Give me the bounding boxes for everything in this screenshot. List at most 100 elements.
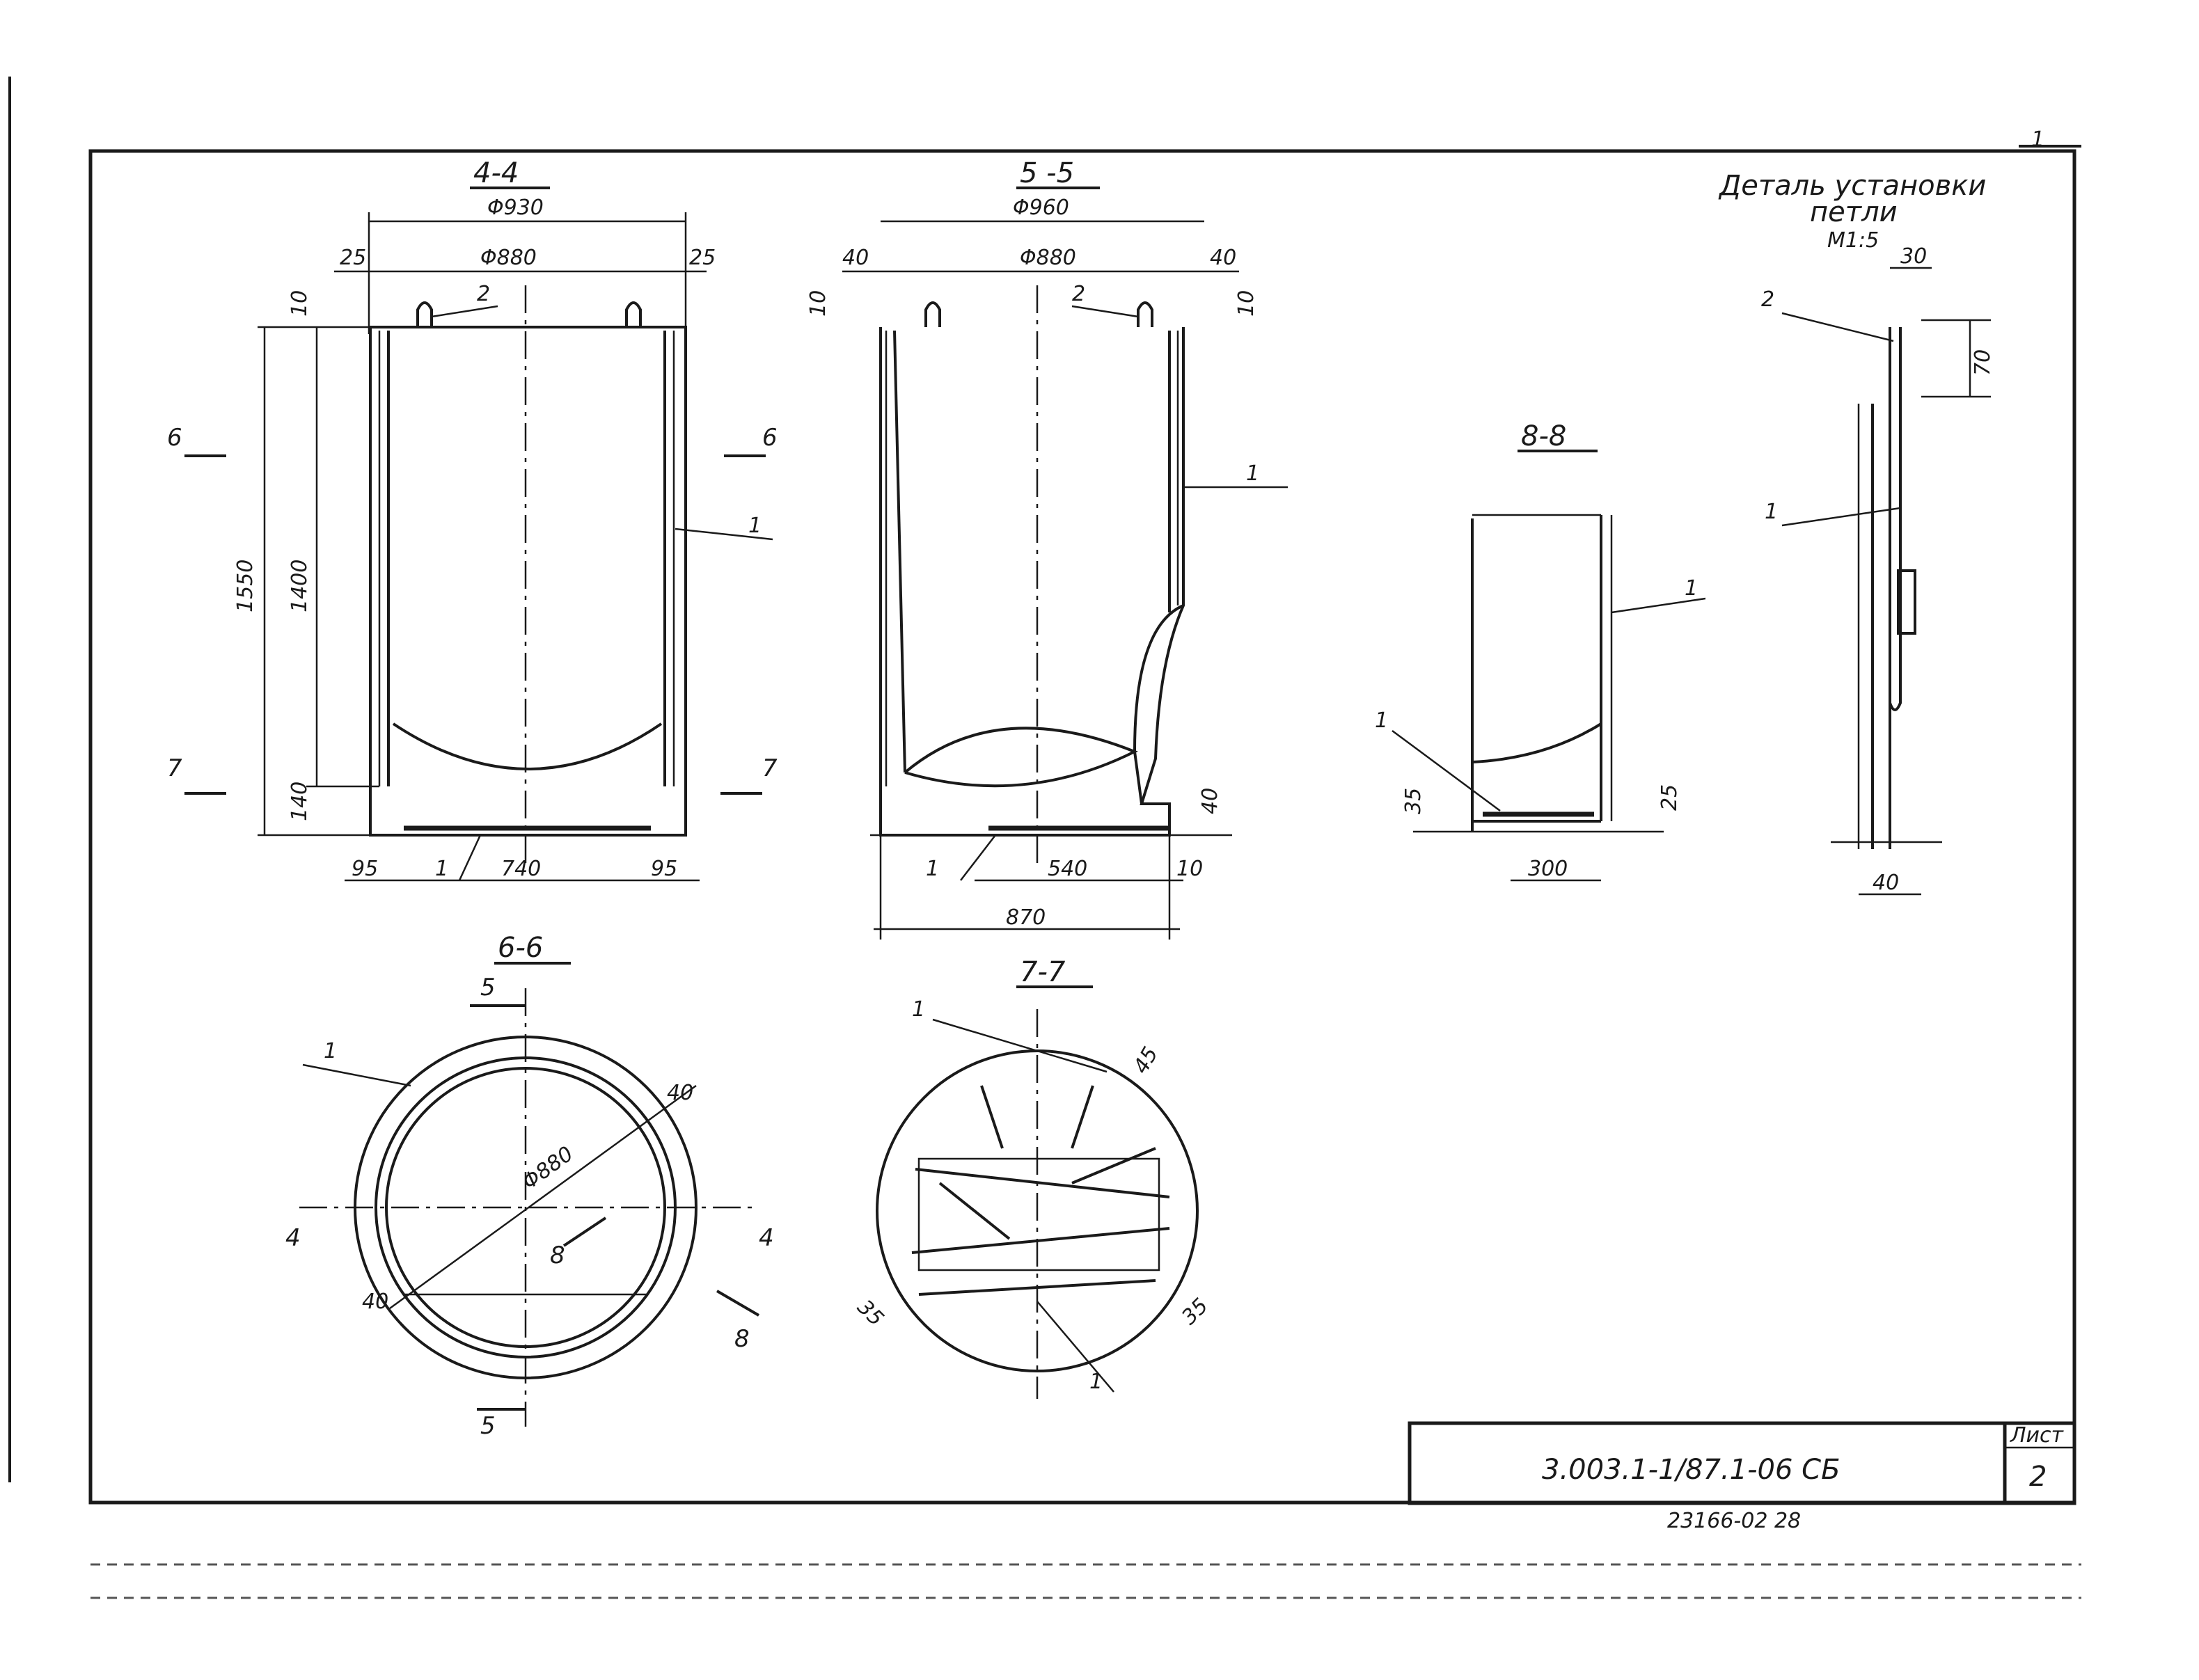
- cut-4-left: 4: [285, 1224, 301, 1252]
- section-5-5-title: 5 -5: [1020, 157, 1074, 189]
- title-block: 3.003.1-1/87.1-06 СБ Лист 2 23166-02 28: [1408, 1421, 2076, 1533]
- callout-1: 1: [1765, 500, 1778, 524]
- drawing-frame: [88, 149, 2076, 1505]
- detail-title-line2: петли: [1810, 196, 1898, 228]
- cut-5-bottom: 5: [480, 1412, 496, 1440]
- leader-1-bottom: [960, 834, 996, 881]
- detail-title-line1: Деталь установки: [1718, 170, 1986, 202]
- archive-number: 23166-02 28: [1667, 1509, 1801, 1533]
- loop-rod: [1889, 327, 1902, 711]
- dim-35: 35: [1401, 788, 1426, 814]
- dim-30: 30: [1900, 244, 1927, 269]
- dim-540: 540: [1048, 857, 1087, 881]
- dim-95-right: 95: [651, 857, 677, 881]
- diameter-line: [389, 1084, 697, 1310]
- leader-1: [675, 528, 773, 541]
- callout-1: 1: [748, 514, 762, 538]
- drawing-code: 3.003.1-1/87.1-06 СБ: [1542, 1454, 1841, 1486]
- bottom-curve: [1472, 722, 1602, 763]
- dim-140: 140: [287, 782, 312, 821]
- lifting-loop-right: [1137, 301, 1153, 327]
- dim-phi-930: Φ930: [487, 196, 544, 220]
- dim-95-left: 95: [352, 857, 378, 881]
- cut-8-inner: 8: [550, 1242, 565, 1269]
- callout-2: 2: [477, 282, 490, 306]
- section-6-6: 6-6 Φ880 40 40 1 5 5 4 4 8 8: [285, 932, 774, 1440]
- leader-1-bottom: [1037, 1301, 1114, 1393]
- leader-1-left: [1392, 729, 1501, 812]
- dim-870: 870: [1006, 905, 1046, 930]
- dim-1550: 1550: [233, 560, 258, 612]
- dim-35-right: 35: [1177, 1294, 1213, 1330]
- dim-40: 40: [1198, 788, 1222, 814]
- rebar-2: [911, 1227, 1170, 1254]
- leader-1-right: [1611, 597, 1706, 614]
- callout-2: 2: [1761, 287, 1774, 312]
- callout-2: 2: [1072, 282, 1085, 306]
- section-8-8-title: 8-8: [1521, 420, 1566, 452]
- dim-phi-960: Φ960: [1013, 196, 1069, 220]
- dim-70: 70: [1971, 349, 1995, 376]
- stamp-frame: [1408, 1421, 2076, 1505]
- dim-10-left: 10: [806, 290, 830, 317]
- cut-8-inner-bar: [562, 1217, 607, 1247]
- cut-7-left: 7: [167, 754, 182, 782]
- cut-6-left: 6: [167, 424, 182, 452]
- callout-1: 1: [1246, 461, 1259, 486]
- leader-1-top: [932, 1018, 1108, 1073]
- shaft-outline: [369, 326, 687, 837]
- callout-1-bottom: 1: [435, 857, 448, 881]
- dim-25-right: 25: [689, 246, 716, 270]
- dim-300: 300: [1528, 857, 1568, 881]
- section-7-7: 7-7 1 1 45 35 35: [852, 956, 1213, 1399]
- section-7-7-title: 7-7: [1020, 956, 1066, 988]
- anchor-plate: [1897, 569, 1916, 635]
- callout-1: 1: [324, 1039, 337, 1063]
- rebar-5: [980, 1085, 1004, 1149]
- leader-1: [302, 1063, 411, 1087]
- dim-40-left: 40: [842, 246, 869, 270]
- dim-phi-880: Φ880: [480, 246, 537, 270]
- dim-40: 40: [1873, 871, 1899, 895]
- cut-6-right: 6: [762, 424, 778, 452]
- detail-loop-installation: Деталь установки петли М1:5 30 70 2 1 40: [1718, 170, 1995, 896]
- rebar-1: [915, 1168, 1170, 1198]
- sheet-number: 2: [2029, 1461, 2047, 1493]
- detail-scale: М1:5: [1827, 228, 1879, 253]
- rebar-3: [938, 1182, 1011, 1240]
- dim-phi-880: Φ880: [1020, 246, 1076, 270]
- cut-7-right: 7: [762, 754, 778, 782]
- dim-25-left: 25: [340, 246, 366, 270]
- lifting-loop-right: [625, 301, 642, 327]
- section-5-5: 5 -5 Φ960 Φ880 40 40 10 10 2 1 1 40 540 …: [806, 157, 1288, 940]
- section-6-6-title: 6-6: [498, 932, 543, 964]
- cut-4-right: 4: [759, 1224, 774, 1252]
- rebar-6: [1071, 1085, 1094, 1149]
- bottom-curve: [392, 722, 663, 770]
- dim-35-left: 35: [852, 1295, 888, 1331]
- dim-10-right: 10: [1234, 290, 1259, 317]
- cut-8-outer-bar: [716, 1290, 760, 1317]
- callout-1-right: 1: [1685, 576, 1698, 601]
- callout-1-bottom: 1: [926, 857, 939, 881]
- dim-45: 45: [1129, 1043, 1163, 1078]
- dim-40-right: 40: [667, 1081, 693, 1105]
- dim-1400: 1400: [287, 560, 312, 612]
- sheet-label: Лист: [2010, 1423, 2065, 1448]
- dim-25: 25: [1657, 784, 1682, 811]
- leader-2: [1781, 312, 1894, 342]
- corner-mark: 1: [2031, 127, 2044, 152]
- leader-2: [1071, 305, 1139, 318]
- section-4-4: 4-4 Φ930 Φ880 25 25 2 1550 1400 140 10: [167, 157, 778, 882]
- lifting-loop-left: [416, 301, 433, 327]
- leader-1: [1781, 507, 1901, 527]
- opening-curve: [1133, 604, 1184, 805]
- cut-8-outer: 8: [734, 1325, 750, 1353]
- inner-wall-left: [893, 330, 906, 773]
- dim-phi-880: Φ880: [518, 1142, 578, 1195]
- callout-1-left: 1: [1375, 708, 1388, 733]
- rebar-4: [1071, 1147, 1156, 1184]
- lifting-loop-left: [924, 301, 941, 327]
- dim-40-left: 40: [362, 1290, 388, 1314]
